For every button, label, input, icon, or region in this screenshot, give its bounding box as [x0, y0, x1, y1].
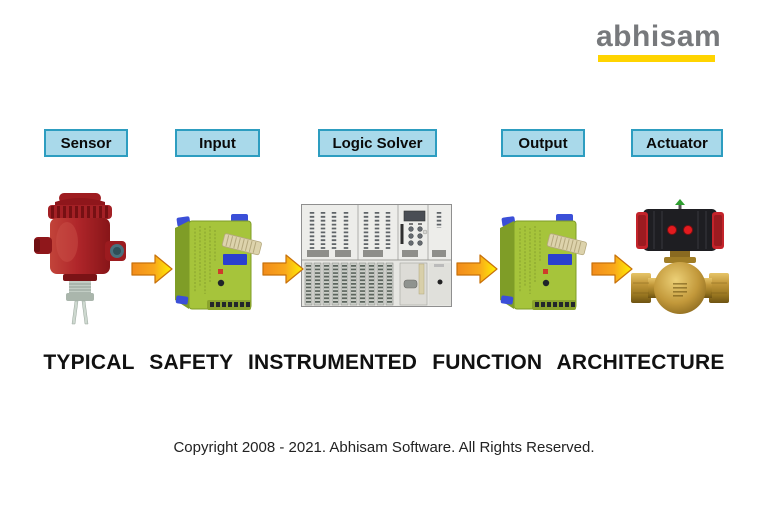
stage-box-output: Output [501, 129, 585, 157]
page-title: TYPICAL SAFETY INSTRUMENTED FUNCTION ARC… [43, 351, 725, 374]
stage-box-logic-solver: Logic Solver [318, 129, 437, 157]
copyright-text: Copyright 2008 - 2021. Abhisam Software.… [173, 439, 595, 456]
stage-label-actuator: Actuator [646, 134, 708, 152]
logo-text: abhisam [596, 20, 722, 53]
stage-label-output: Output [518, 134, 568, 152]
plc-rack-image [301, 204, 452, 307]
flow-arrow-1 [131, 254, 173, 284]
flow-arrow-4 [591, 254, 633, 284]
abhisam-logo: abhisam [596, 20, 722, 62]
safety-input-module-image [171, 212, 263, 315]
stage-box-actuator: Actuator [631, 129, 723, 157]
flow-arrow-3 [456, 254, 498, 284]
safety-output-module-image [496, 212, 588, 315]
stage-box-sensor: Sensor [44, 129, 128, 157]
stage-label-sensor: Sensor [60, 134, 112, 152]
stage-label-input: Input [199, 134, 236, 152]
level-sensor-image [33, 190, 127, 326]
actuated-ball-valve-image [630, 199, 730, 322]
logo-underline-bar [597, 55, 715, 62]
stage-box-input: Input [175, 129, 260, 157]
flow-arrow-2 [262, 254, 304, 284]
stage-label-logic-solver: Logic Solver [332, 134, 423, 152]
